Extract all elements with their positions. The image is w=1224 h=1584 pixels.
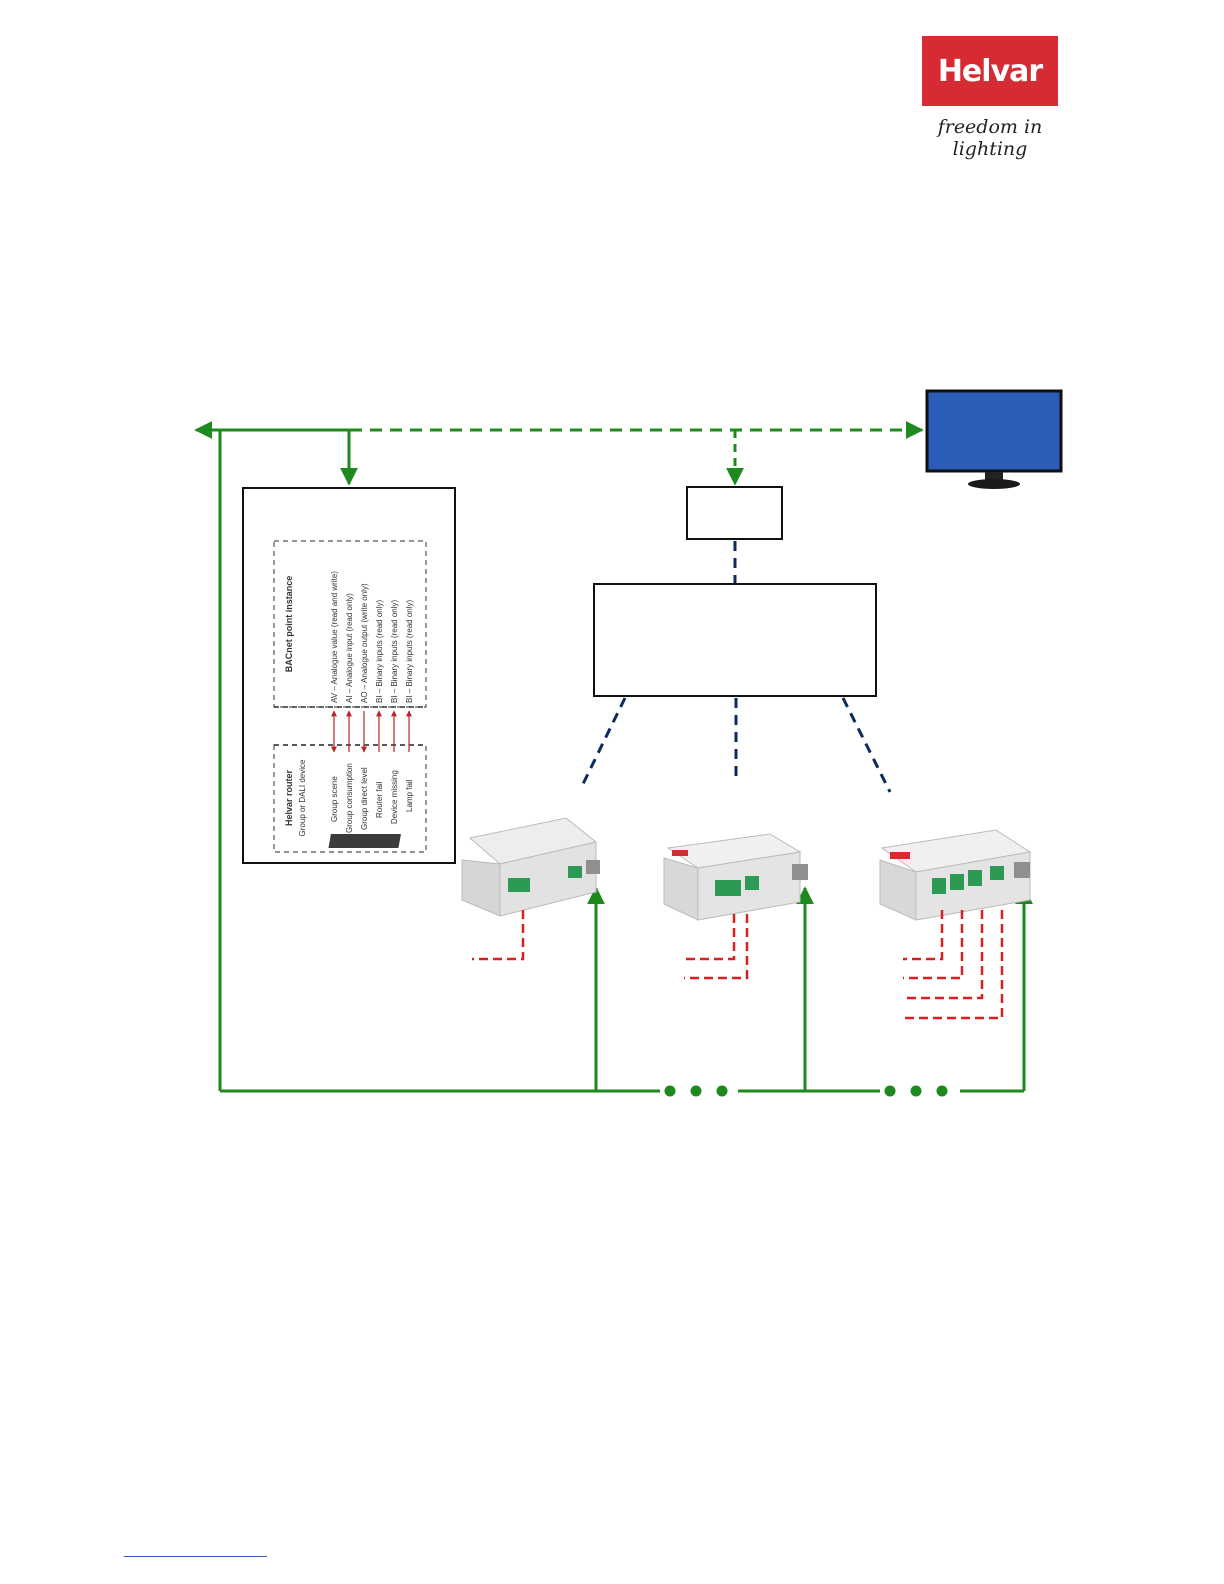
footer-link-underline — [124, 1556, 267, 1557]
bacnet-mapping-panel: BACnet point instance Helvar router Grou… — [242, 487, 456, 864]
ethernet-backbone — [194, 421, 1033, 1097]
bacnet-links — [580, 541, 892, 793]
router-device — [328, 817, 600, 917]
bacnet-row-label: AI – Analogue input (read only) — [345, 593, 354, 703]
continuation-dot — [664, 1085, 676, 1097]
continuation-dot — [884, 1085, 896, 1097]
brand-tagline: freedom in lighting — [937, 116, 1043, 160]
bacnet-row-label: AV – Analogue value (read and write) — [330, 571, 339, 703]
bacnet-row-label: AO – Analogue output (write only) — [360, 583, 369, 703]
bacnet-row-label: BI – Binary inputs (read only) — [375, 600, 384, 703]
router-device — [879, 829, 1032, 921]
router-row-label: Group consumption — [345, 763, 354, 833]
router-row-label: Lamp fail — [405, 779, 414, 812]
helvar-logo: Helvar — [922, 36, 1058, 106]
logo-text: Helvar — [937, 53, 1043, 89]
router-row-label: Router fail — [375, 781, 384, 818]
gateway-box — [686, 486, 783, 540]
continuation-dot — [910, 1085, 922, 1097]
left-subheader: Group or DALI device — [298, 759, 307, 836]
monitor-icon — [925, 389, 1063, 489]
router-device — [663, 833, 808, 921]
server-box — [593, 583, 877, 697]
router-row-label: Group direct level — [360, 767, 369, 830]
right-header: BACnet point instance — [284, 576, 294, 673]
dali-lines — [472, 910, 1004, 1020]
continuation-dot — [690, 1085, 702, 1097]
router-row-label: Device missing — [390, 770, 399, 824]
bacnet-row-label: BI – Binary inputs (read only) — [390, 600, 399, 703]
router-row-label: Group scene — [330, 776, 339, 822]
continuation-dot — [936, 1085, 948, 1097]
left-header: Helvar router — [284, 769, 294, 826]
continuation-dot — [716, 1085, 728, 1097]
bacnet-row-label: BI – Binary inputs (read only) — [405, 600, 414, 703]
